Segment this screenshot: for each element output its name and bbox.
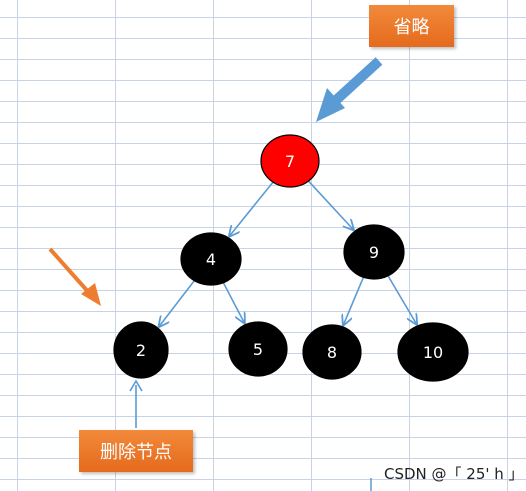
tree-edge-n4-n2 [159,280,195,327]
tree-node-circle [260,134,320,188]
csdn-watermark: CSDN @「 25' h 」 [384,465,524,483]
omit-label: 省略 [393,17,430,38]
tree-node-2: 2 [113,321,169,379]
tree-node-circle [180,232,242,286]
tree-node-label: 8 [327,343,337,362]
tree-node-circle [302,324,362,380]
delete-node-label: 删除节点 [100,442,172,463]
omit-callout: 省略 [369,5,454,47]
big-blue-arrow-icon [316,57,383,122]
tree-node-circle [397,322,469,382]
delete-node-callout: 删除节点 [79,430,193,472]
tree-edge-n9-n8 [343,276,365,325]
tree-node-circle [228,321,288,377]
tree-node-7: 7 [260,134,320,188]
tree-node-label: 7 [285,152,295,171]
tree-node-10: 10 [397,322,469,382]
tree-node-8: 8 [302,324,362,380]
tree-node-label: 2 [136,341,146,360]
delete-pointer-arrow-icon [129,379,143,428]
tree-node-4: 4 [180,232,242,286]
tree-node-9: 9 [343,224,405,280]
tree-node-label: 10 [423,343,443,362]
tree-edges [159,180,417,327]
tree-node-5: 5 [228,321,288,377]
tree-node-circle [343,224,405,280]
tree-node-label: 5 [253,340,263,359]
tree-edge-n7-n4 [229,181,274,236]
tree-node-label: 9 [369,243,379,262]
tree-edge-n4-n5 [222,282,244,323]
tree-node-label: 4 [206,250,216,269]
tree-edge-n7-n9 [307,180,353,230]
tree-node-circle [113,321,169,379]
tree-edge-n9-n10 [387,275,417,324]
tree-nodes: 7 4 9 2 5 8 10 [113,134,469,382]
orange-arrow-icon [48,247,101,306]
